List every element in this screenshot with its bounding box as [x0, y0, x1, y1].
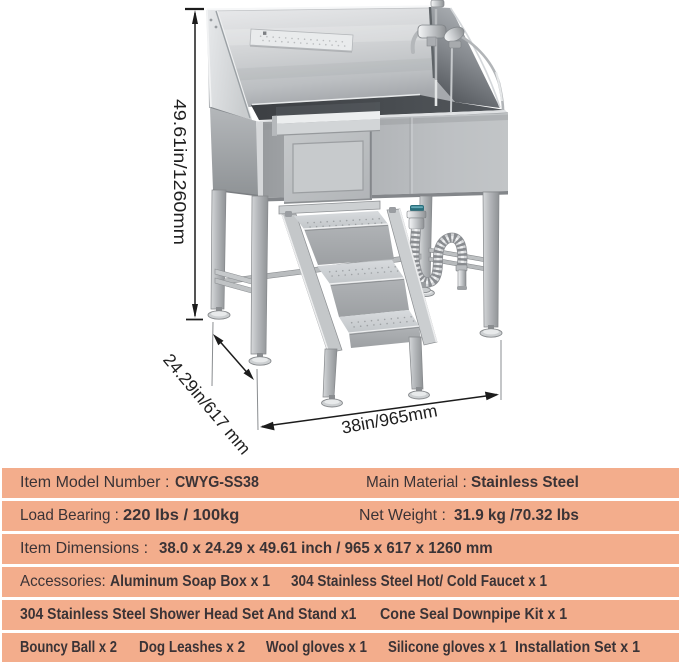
- svg-text:49.61in/1260mm: 49.61in/1260mm: [170, 99, 190, 245]
- svg-text:38in/965mm: 38in/965mm: [340, 400, 439, 437]
